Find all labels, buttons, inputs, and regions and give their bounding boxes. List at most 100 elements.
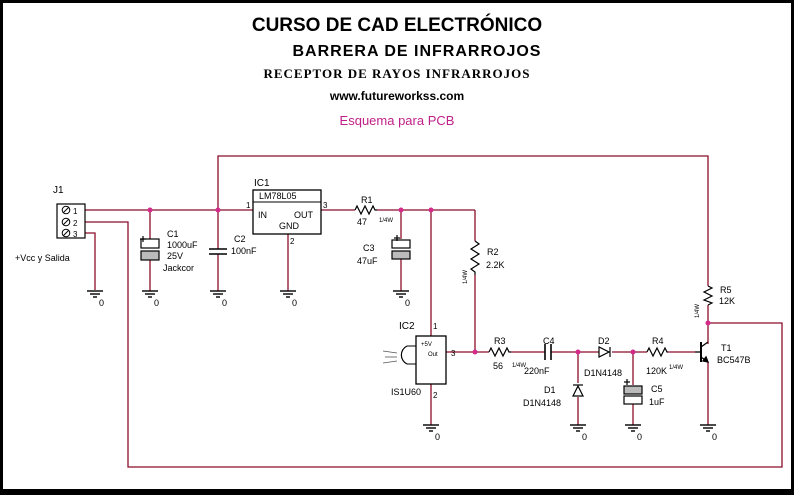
- c3-ref: C3: [363, 243, 375, 253]
- ir-lens-icon: [400, 345, 408, 365]
- ground-icon: [280, 290, 296, 298]
- c4-ref: C4: [543, 336, 555, 346]
- ic2-pin-3: 3: [451, 349, 456, 358]
- ic1-pin-gnd: 2: [290, 237, 295, 246]
- d2-part: D1N4148: [584, 368, 622, 378]
- j1-pin-2: 2: [73, 219, 78, 228]
- c3-value: 47uF: [357, 256, 378, 266]
- diode-d1: [572, 384, 584, 397]
- ic1-pin-in: 1: [246, 201, 251, 210]
- project-title: BARRERA DE INFRARROJOS: [292, 43, 542, 60]
- r5-value: 12K: [719, 296, 735, 306]
- d1-part: D1N4148: [523, 398, 561, 408]
- diode-d2: [598, 346, 611, 358]
- junction-dot: [472, 349, 478, 355]
- schematic-diagram: J1 1 2 3 +Vcc y Salida C1 1000uF 25V Jac…: [15, 155, 783, 468]
- capacitor-c2: [209, 248, 227, 255]
- course-title: CURSO DE CAD ELECTRÓNICO: [251, 15, 543, 36]
- ground-label: 0: [582, 432, 587, 442]
- j1-pin-3: 3: [73, 230, 78, 239]
- r1-value: 47: [357, 217, 367, 227]
- ground-icon: [625, 424, 641, 432]
- receiver-ic2: IC2 +5V Out 1 3 2 IS1U60: [382, 321, 456, 400]
- circuit-subtitle: RECEPTOR DE RAYOS INFRARROJOS: [263, 66, 531, 81]
- r2-power: 1/4W: [463, 270, 469, 284]
- junction-dot: [215, 207, 221, 213]
- ground-label: 0: [99, 298, 104, 308]
- ground-icon: [393, 290, 409, 298]
- ic1-pin-out: 3: [323, 201, 328, 210]
- ground-icon: [700, 424, 716, 432]
- transistor-t1: [695, 341, 710, 363]
- capacitor-c5: [623, 379, 643, 405]
- ic2-ref: IC2: [399, 321, 415, 332]
- r4-power: 1/4W: [669, 365, 683, 371]
- r1-ref: R1: [361, 195, 373, 205]
- connector-j1: J1 1 2 3 +Vcc y Salida: [15, 185, 86, 263]
- regulator-ic1: IC1 LM78L05 IN OUT GND 1 3 2: [246, 178, 328, 246]
- j1-ref: J1: [53, 185, 64, 196]
- ground-label: 0: [154, 298, 159, 308]
- ground-label: 0: [435, 432, 440, 442]
- r5-ref: R5: [720, 285, 732, 295]
- ic2-pin-2: 2: [433, 391, 438, 400]
- capacitor-c1: [140, 236, 160, 261]
- junction-dot: [398, 207, 404, 213]
- c4-value: 220nF: [524, 366, 550, 376]
- ground-label: 0: [222, 298, 227, 308]
- ground-label: 0: [292, 298, 297, 308]
- ground-label: 0: [405, 298, 410, 308]
- ground-icon: [423, 424, 439, 432]
- r2-value: 2.2K: [486, 260, 505, 270]
- r3-value: 56: [493, 361, 503, 371]
- d2-ref: D2: [598, 336, 610, 346]
- capacitor-c3: [391, 235, 411, 260]
- ground-icon: [87, 290, 103, 298]
- r4-value: 120K: [646, 366, 667, 376]
- j1-label: +Vcc y Salida: [15, 253, 70, 263]
- capacitor-c4: [544, 344, 552, 360]
- c2-value: 100nF: [231, 246, 257, 256]
- t1-part: BC547B: [717, 355, 751, 365]
- c1-ref: C1: [167, 229, 179, 239]
- r4-ref: R4: [652, 336, 664, 346]
- r1-power: 1/4W: [379, 218, 393, 224]
- ground-label: 0: [637, 432, 642, 442]
- c5-value: 1uF: [649, 397, 665, 407]
- d1-ref: D1: [544, 385, 556, 395]
- c1-value: 1000uF: [167, 240, 198, 250]
- description-label: Esquema para PCB: [339, 113, 455, 128]
- c1-voltage: 25V: [167, 251, 183, 261]
- junctions: [147, 207, 711, 355]
- ic1-ref: IC1: [254, 178, 270, 189]
- r2-ref: R2: [487, 247, 499, 257]
- t1-ref: T1: [721, 343, 732, 353]
- wires: [85, 155, 783, 468]
- r3-power: 1/4W: [512, 363, 526, 369]
- ic2-vcc-label: +5V: [421, 342, 432, 348]
- ground-labels: 0 0 0 0 0 0 0 0 0: [99, 298, 717, 442]
- resistor-r1: [354, 204, 377, 216]
- ground-icon: [142, 290, 158, 298]
- junction-dot: [630, 349, 636, 355]
- ground-label: 0: [712, 432, 717, 442]
- ic2-part: IS1U60: [391, 387, 421, 397]
- junction-dot: [147, 207, 153, 213]
- ic1-out-label: OUT: [294, 210, 314, 220]
- ir-light-icon: [382, 350, 398, 364]
- ic1-gnd-label: GND: [279, 221, 300, 231]
- resistor-r3: [488, 346, 511, 358]
- ground-icon: [570, 424, 586, 432]
- ic1-part: LM78L05: [259, 191, 297, 201]
- c1-note: Jackcor: [163, 263, 194, 273]
- ic2-out-label: Out: [428, 352, 438, 358]
- ground-icon: [210, 290, 226, 298]
- ground-symbols: [87, 290, 716, 432]
- r5-power: 1/4W: [695, 304, 701, 318]
- j1-pin-1: 1: [73, 207, 78, 216]
- junction-dot: [575, 349, 581, 355]
- ic2-pin-1: 1: [433, 322, 438, 331]
- resistor-r4: [646, 346, 668, 358]
- resistor-r5: [702, 285, 714, 306]
- r3-ref: R3: [494, 336, 506, 346]
